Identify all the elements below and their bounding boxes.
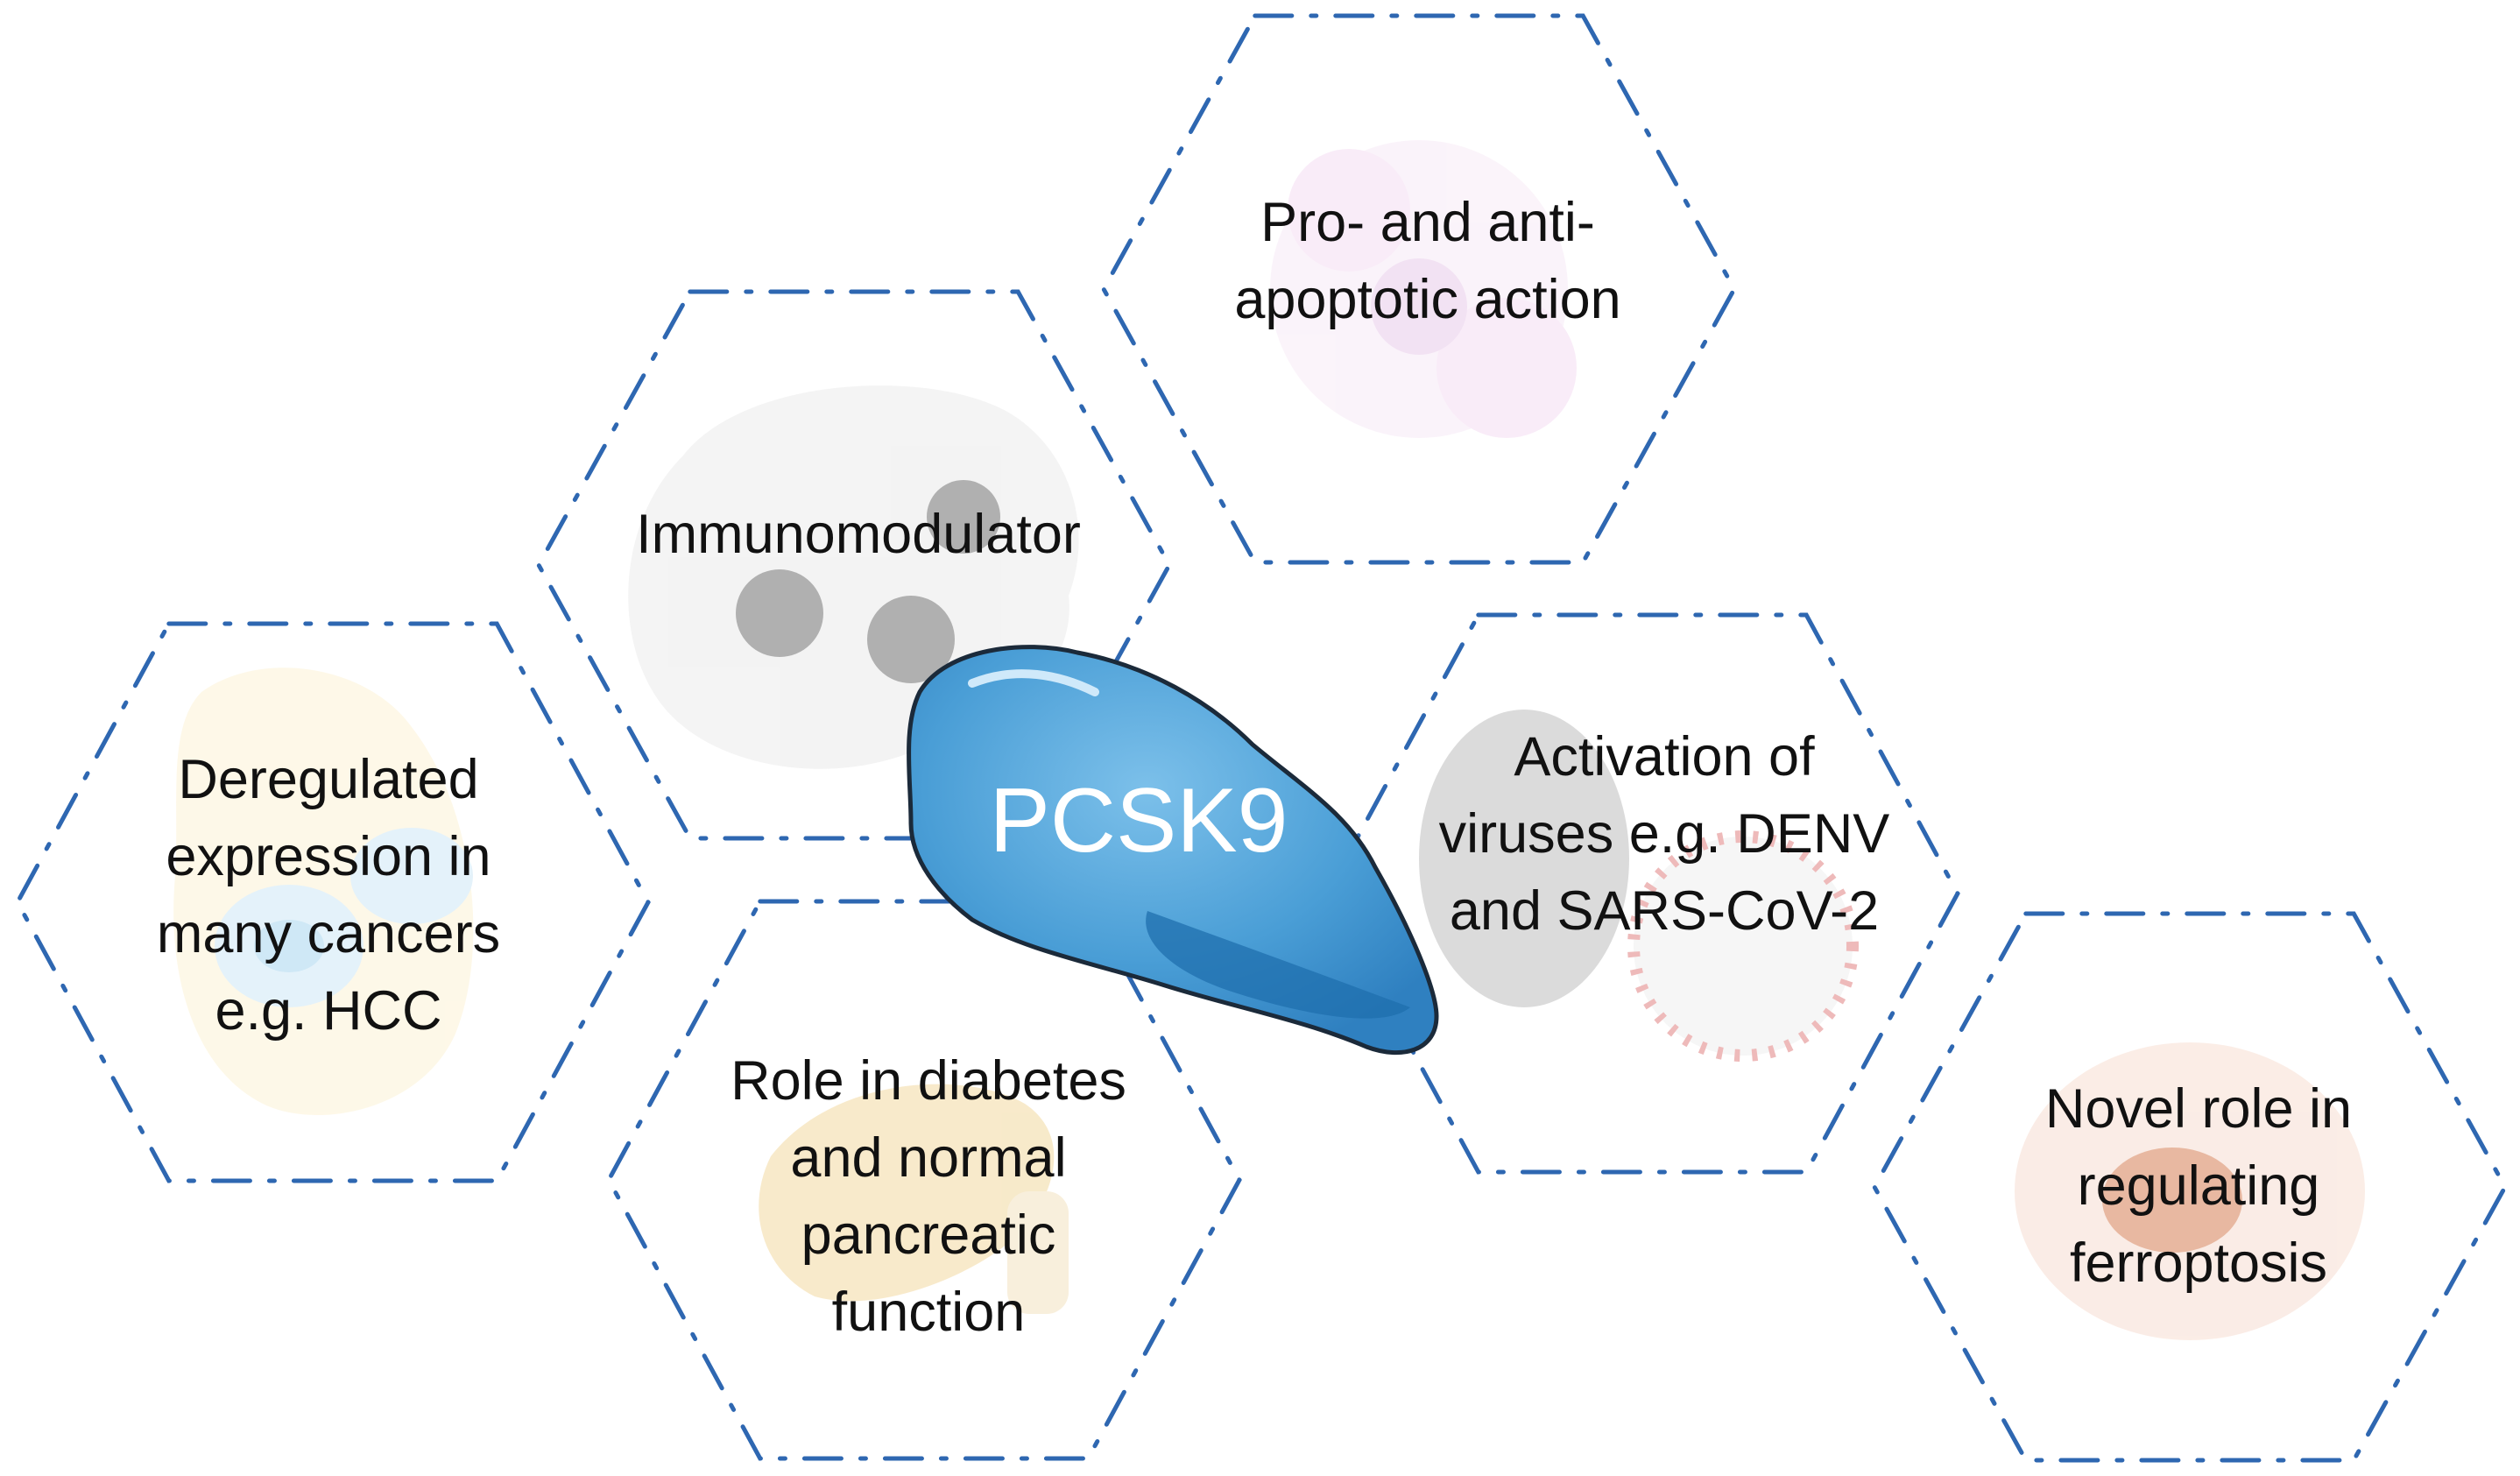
label-line: ferroptosis xyxy=(2069,1232,2328,1294)
hexagon-immuno xyxy=(536,289,1172,841)
virus-illustration xyxy=(1419,710,1859,1062)
hexagon-ferro xyxy=(1872,911,2508,1463)
ferroptotic-cell-illustration xyxy=(2015,1042,2365,1340)
label-line: Novel role in xyxy=(2044,1078,2353,1140)
label-line: apoptotic action xyxy=(1234,269,1621,330)
label-apoptosis: Pro- and anti- apoptotic action xyxy=(1165,184,1691,338)
label-line: and SARS-CoV-2 xyxy=(1449,880,1880,942)
label-line: function xyxy=(831,1282,1026,1343)
label-line: Activation of xyxy=(1514,726,1815,787)
hexagon-apoptosis xyxy=(1101,13,1737,565)
label-line: Pro- and anti- xyxy=(1260,192,1595,253)
apoptotic-cell-illustration xyxy=(1270,140,1577,438)
label-immunomodulator: Immunomodulator xyxy=(578,496,1139,573)
label-viruses: Activation of viruses e.g. DENV and SARS… xyxy=(1384,718,1945,950)
label-line: Deregulated xyxy=(178,749,479,810)
label-line: and normal xyxy=(790,1127,1067,1189)
label-ferroptosis: Novel role in regulating ferroptosis xyxy=(1962,1070,2435,1302)
label-line: e.g. HCC xyxy=(215,980,442,1042)
label-line: viruses e.g. DENV xyxy=(1438,803,1890,865)
label-line: expression in xyxy=(166,826,491,887)
label-diabetes: Role in diabetes and normal pancreatic f… xyxy=(666,1042,1191,1351)
label-line: Immunomodulator xyxy=(636,504,1081,565)
label-line: Role in diabetes xyxy=(731,1050,1126,1112)
pcsk9-label: PCSK9 xyxy=(989,770,1288,872)
hexagon-viruses xyxy=(1324,612,1960,1175)
label-cancer: Deregulated expression in many cancers e… xyxy=(96,741,561,1049)
label-line: pancreatic xyxy=(801,1204,1056,1266)
hexagon-cancer xyxy=(15,621,651,1183)
cancer-cell-illustration xyxy=(173,667,474,1116)
label-line: regulating xyxy=(2077,1155,2320,1217)
pancreas-illustration xyxy=(759,1084,1069,1314)
label-line: many cancers xyxy=(156,903,501,964)
pcsk9-protein-shape xyxy=(907,645,1439,1055)
